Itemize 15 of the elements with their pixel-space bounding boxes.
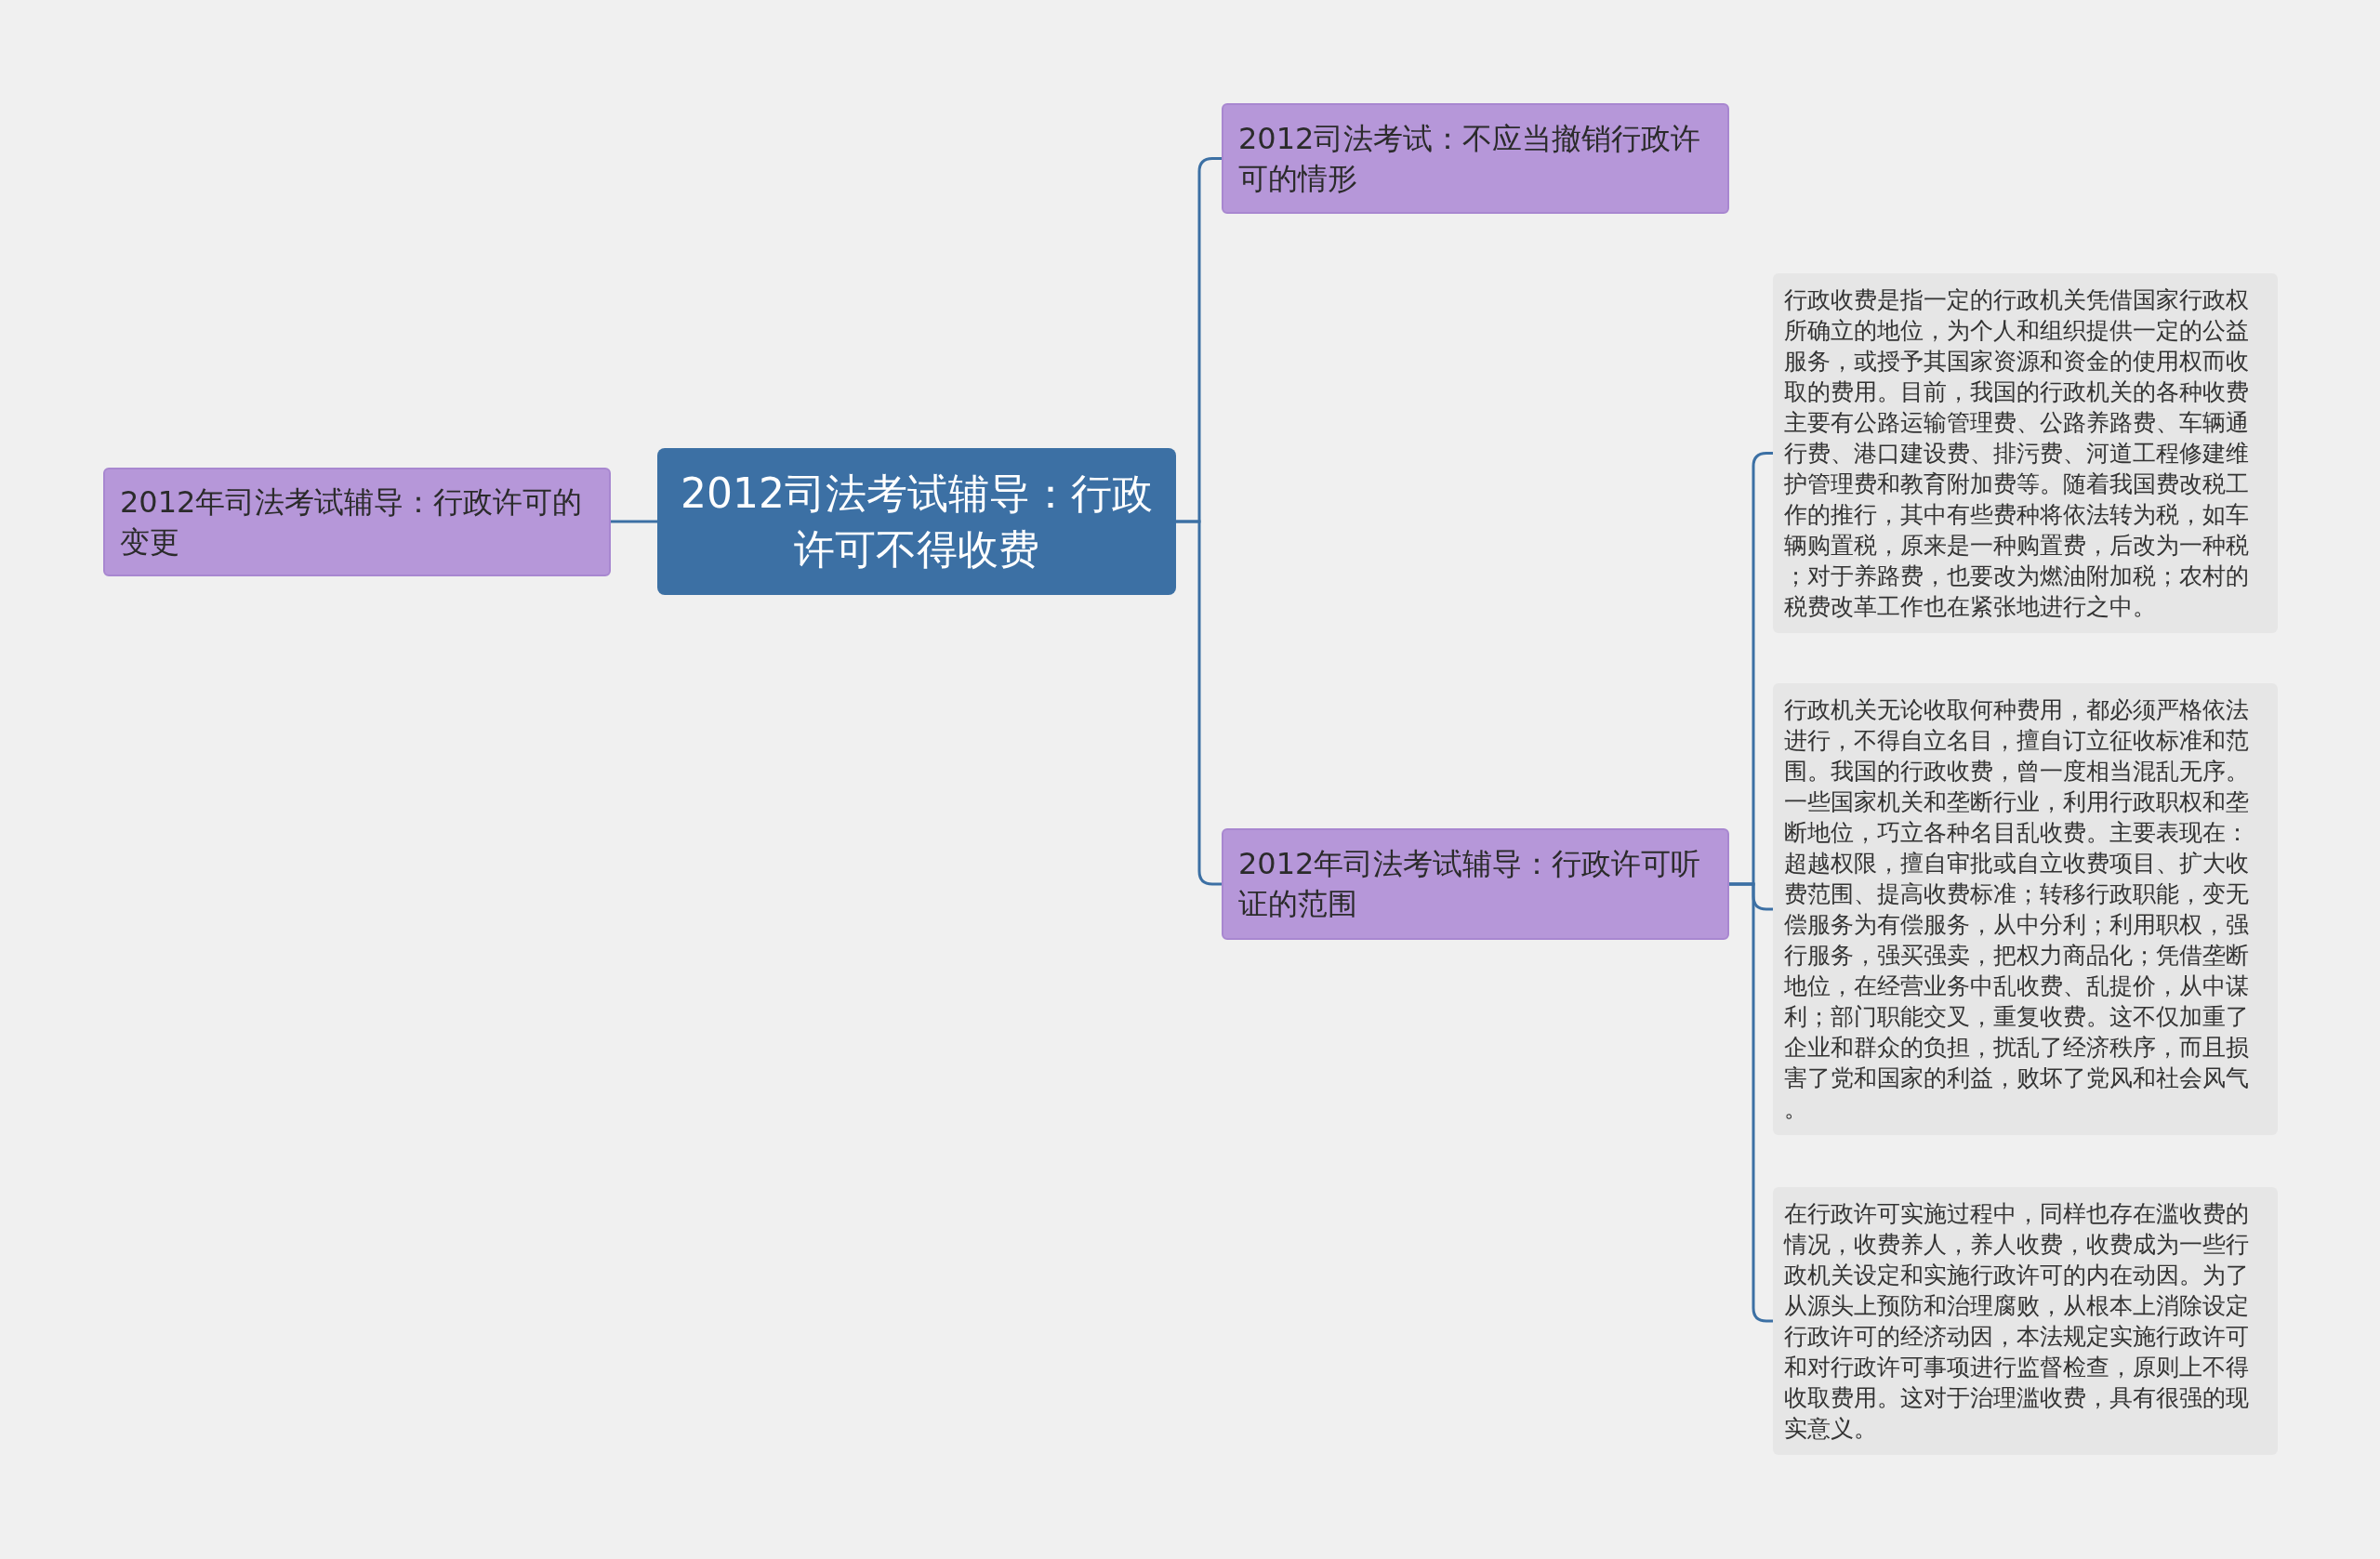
note-text: 在行政许可实施过程中，同样也存在滥收费的情况，收费养人，养人收费，收费成为一些行政机关设定和实施行政许可的内在动因。为了从源头上预防和治理腐败，从根本上消除设定行政许可的经济动因，本法规定实施行政许可和对行政许可事项进行监督检查，原则上不得收取费用。这对于治理滥收费，具有很强的现实意义。: [1784, 1200, 2249, 1442]
topic-text: 2012年司法考试辅导：行政许可的变更: [120, 482, 584, 562]
topic-box: [1222, 103, 1729, 214]
note-text: 行政收费是指一定的行政机关凭借国家行政权所确立的地位，为个人和组织提供一定的公益服务，或授予其国家资源和资金的使用权而收取的费用。目前，我国的行政机关的各种收费主要有公路运输管理费、公路养路费、车辆通行费、港口建设费、排污费、河道工程修建维护管理费和教育附加费等。随着我国费改税工作的推行，其中有些费种将依法转为税，如车辆购置税，原来是一种购置费，后改为一种税；对于养路费，也要改为燃油附加税；农村的税费改革工作也在紧张地进行之中。: [1784, 286, 2249, 620]
note-text: 行政机关无论收取何种费用，都必须严格依法进行，不得自立名目，擅自订立征收标准和范围。我国的行政收费，曾一度相当混乱无序。一些国家机关和垄断行业，利用行政职权和垄断地位，巧立各种名目乱收费。主要表现在：超越权限，擅自审批或自立收费项目、扩大收费范围、提高收费标准；转移行政职能，变无偿服务为有偿服务，从中分利；利用职权，强行服务，强买强卖，把权力商品化；凭借垄断地位，在经营业务中乱收费、乱提价，从中谋利；部门职能交叉，重复收费。这不仅加重了企业和群众的负担，扰乱了经济秩序，而且损害了党和国家的利益，败坏了党风和社会风气。: [1784, 696, 2249, 1122]
topic-box: [1222, 828, 1729, 940]
root-topic-box: [657, 448, 1176, 595]
topic-text: 2012年司法考试辅导：行政许可听证的范围: [1238, 845, 1702, 923]
connector-line: [611, 520, 657, 523]
note-card: [1773, 1187, 2278, 1455]
connector-line: [1729, 882, 1773, 1323]
topic-text: 2012司法考试：不应当撤销行政许可的情形: [1238, 119, 1702, 198]
connector-line: [1176, 520, 1222, 886]
topic-box: [103, 468, 611, 576]
root-topic-text: 2012司法考试辅导：行政许可不得收费: [680, 469, 1154, 575]
